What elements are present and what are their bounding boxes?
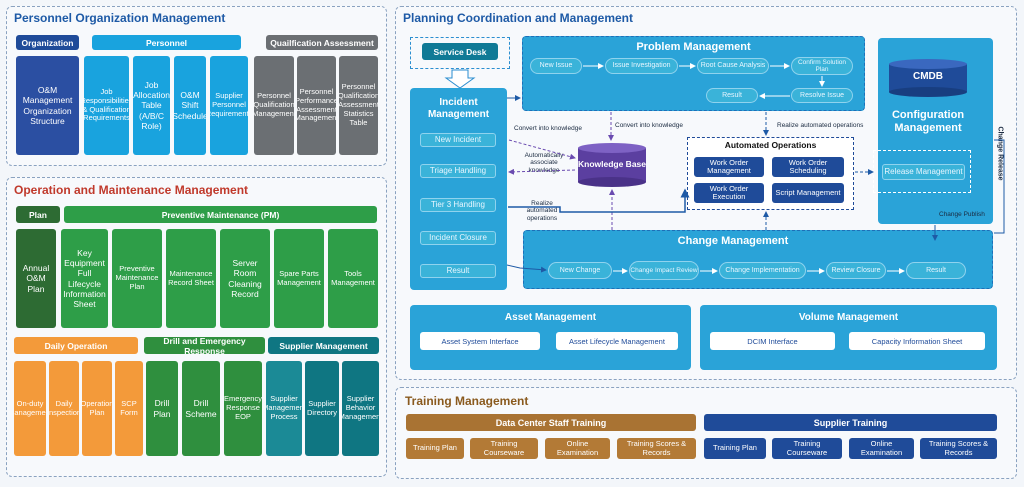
org-structure-box: O&M Management Organization Structure [16,56,79,155]
database-icon [578,143,646,187]
supplier-directory-box: Supplier Directory [305,361,339,456]
knowledge-base-label: Knowledge Base [577,159,647,169]
change-new[interactable]: New Change [548,262,612,279]
label-auto-associate: Automatically associate knowledge [524,152,564,174]
pm-header: Preventive Maintenance (PM) [64,206,377,223]
pm-plan-box: Preventive Maintenance Plan [112,229,162,328]
release-management[interactable]: Release Management [882,164,965,180]
annual-plan-box: Annual O&M Plan [16,229,56,328]
tools-box: Tools Management [328,229,378,328]
performance-assessment-box: Personnel Performance Assessment Managem… [297,56,336,155]
label-realize-automated-2: Realize automated operations [777,122,864,129]
problem-investigation[interactable]: Issue Investigation [605,58,678,74]
incident-item-closure[interactable]: Incident Closure [420,231,496,245]
staff-training-plan[interactable]: Training Plan [406,438,464,459]
problem-new-issue[interactable]: New Issue [530,58,582,74]
change-panel [523,230,993,289]
supplier-behavior-box: Supplier Behavior Management [342,361,379,456]
cmdb-database-icon [889,59,967,97]
problem-title: Problem Management [636,41,751,53]
change-result[interactable]: Result [906,262,966,279]
supplier-mgmt-header: Supplier Management [268,337,379,354]
cleaning-record-box: Server Room Cleaning Record [220,229,270,328]
om-section-title: Operation and Maintenance Management [14,183,249,197]
work-order-scheduling[interactable]: Work Order Scheduling [772,157,844,177]
label-change-publish: Change Publish [939,211,985,218]
cmdb-label: CMDB [913,71,943,82]
service-desk-box[interactable]: Service Desk [422,43,498,60]
label-realize-automated-1: Realize automated operations [526,200,558,222]
supplier-process-box: Supplier Management Process [266,361,302,456]
shift-schedule-box: O&M Shift Schedule [174,56,206,155]
plan-header: Plan [16,206,60,223]
supplier-training-courseware[interactable]: Training Courseware [772,438,842,459]
supplier-personnel-box: Supplier Personnel Requirements [210,56,248,155]
incident-panel [410,88,507,290]
spare-parts-box: Spare Parts Management [274,229,324,328]
asset-system-interface[interactable]: Asset System Interface [420,332,540,350]
staff-training-header: Data Center Staff Training [406,414,696,431]
supplier-training-header: Supplier Training [704,414,997,431]
daily-operation-header: Daily Operation [14,337,138,354]
drill-scheme-box: Drill Scheme [182,361,220,456]
label-convert-knowledge-2: Convert into knowledge [615,122,683,129]
volume-title: Volume Management [798,312,899,323]
drill-plan-box: Drill Plan [146,361,178,456]
asset-title: Asset Management [504,312,597,323]
script-management[interactable]: Script Management [772,183,844,203]
on-duty-box: On-duty Management [14,361,46,456]
change-review-closure[interactable]: Review Closure [826,262,886,279]
capacity-information-sheet[interactable]: Capacity Information Sheet [849,332,985,350]
job-responsibilities-box: Job Responsibilities & Qualification Req… [84,56,129,155]
personnel-section-title: Personnel Organization Management [14,11,226,25]
job-allocation-box: Job Allocation Table (A/B/C Role) [133,56,170,155]
incident-item-triage[interactable]: Triage Handling [420,164,496,178]
qualification-management-box: Personnel Qualification Management [254,56,294,155]
label-convert-knowledge-1: Convert into knowledge [514,125,582,132]
config-title: Configuration Management [891,109,965,135]
scp-form-box: SCP Form [115,361,143,456]
supplier-online-examination[interactable]: Online Examination [849,438,914,459]
supplier-training-plan[interactable]: Training Plan [704,438,766,459]
service-desk-frame [410,37,510,69]
planning-section-title: Planning Coordination and Management [403,11,634,25]
incident-title: Incident Management [427,97,490,120]
staff-online-examination[interactable]: Online Examination [545,438,610,459]
work-order-execution[interactable]: Work Order Execution [694,183,764,203]
change-implementation[interactable]: Change Implementation [719,262,806,279]
incident-item-result[interactable]: Result [420,264,496,278]
staff-training-courseware[interactable]: Training Courseware [470,438,538,459]
training-section-title: Training Management [405,394,529,408]
daily-inspection-box: Daily Inspection [49,361,79,456]
qualification-header: Quailfication Assessment [266,35,378,50]
key-equipment-box: Key Equipment Full Lifecycle Information… [61,229,108,328]
maintenance-record-box: Maintenance Record Sheet [166,229,216,328]
automated-ops-title: Automated Operations [724,140,817,150]
organization-header: Organization [16,35,79,50]
work-order-management[interactable]: Work Order Management [694,157,764,177]
operation-plan-box: Operation Plan [82,361,112,456]
cmdb[interactable]: CMDB [888,58,968,98]
problem-confirm-plan[interactable]: Confirm Solution Plan [791,57,853,75]
qualification-statistics-box: Personnel Qualification Assessment Stati… [339,56,378,155]
drill-header: Drill and Emergency Response [144,336,265,356]
staff-training-scores[interactable]: Training Scores & Records [617,438,696,459]
problem-resolve[interactable]: Resolve Issue [791,88,853,103]
change-impact-review[interactable]: Change Impact Review [629,261,699,280]
dcim-interface[interactable]: DCIM Interface [710,332,835,350]
supplier-training-scores[interactable]: Training Scores & Records [920,438,997,459]
incident-item-new[interactable]: New Incident [420,133,496,147]
problem-result[interactable]: Result [706,88,758,103]
training-section [395,387,1017,479]
knowledge-base[interactable]: Knowledge Base [577,142,647,188]
emergency-eop-box: Emergency Response EOP [224,361,262,456]
personnel-header: Personnel [92,35,241,50]
change-title: Change Management [677,235,789,247]
asset-lifecycle-management[interactable]: Asset Lifecycle Management [556,332,678,350]
problem-root-cause[interactable]: Root Cause Analysis [697,58,769,74]
incident-item-tier3[interactable]: Tier 3 Handling [420,198,496,212]
